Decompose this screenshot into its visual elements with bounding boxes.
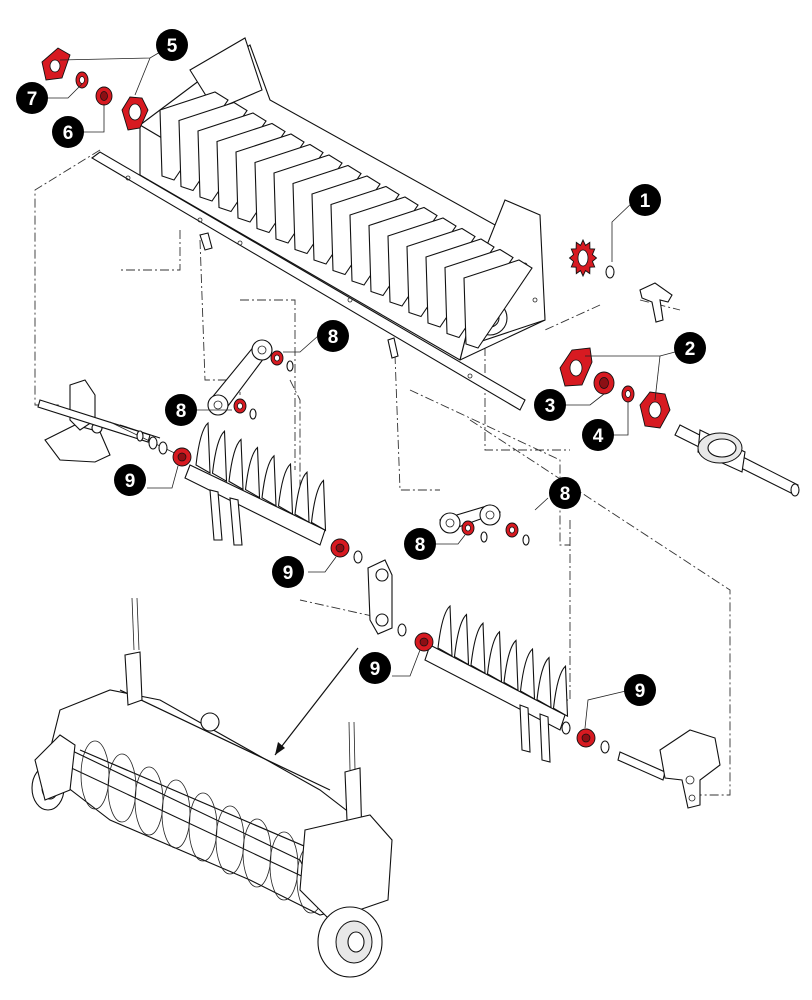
bushing-8-lower-left <box>233 398 257 420</box>
svg-text:5: 5 <box>167 36 178 57</box>
callout-4: 4 <box>582 419 614 451</box>
svg-text:8: 8 <box>560 484 571 505</box>
bushing-9-right-inner <box>414 632 434 652</box>
drive-shaft <box>674 424 800 497</box>
callout-8-b: 8 <box>165 394 197 426</box>
spacer-7 <box>75 71 89 89</box>
callout-8-c: 8 <box>549 477 581 509</box>
tine <box>503 639 519 692</box>
callout-2: 2 <box>674 332 706 364</box>
svg-text:7: 7 <box>27 89 38 110</box>
spacer-4 <box>621 385 635 403</box>
svg-text:9: 9 <box>370 659 381 680</box>
svg-text:9: 9 <box>635 681 646 702</box>
tine <box>228 438 244 491</box>
tine <box>453 613 470 666</box>
leader-lines <box>40 44 691 729</box>
bushing-8-right-upper <box>505 522 530 546</box>
callout-8-d: 8 <box>404 528 436 560</box>
svg-text:8: 8 <box>176 401 187 422</box>
tine <box>294 471 310 524</box>
tines-right <box>437 604 569 718</box>
bearing-flange-top-left <box>41 47 71 81</box>
callout-9-a: 9 <box>114 464 146 496</box>
center-hanger <box>367 559 407 637</box>
bushing-9-left <box>172 447 192 467</box>
callout-7: 7 <box>16 82 48 114</box>
rocker-arm-right <box>438 504 502 534</box>
tine <box>261 454 277 507</box>
bushing-3 <box>593 371 615 395</box>
bushing-9-right-outer <box>561 721 610 754</box>
tension-bracket <box>639 282 673 323</box>
assembled-pickup-view <box>31 597 393 978</box>
tine <box>536 656 552 709</box>
svg-text:2: 2 <box>685 339 696 360</box>
sprocket-1 <box>568 238 615 279</box>
alignment-lines <box>34 149 731 796</box>
callout-markers: 5 7 6 1 2 3 4 8 8 8 8 9 9 9 9 <box>16 29 706 706</box>
tines-left <box>195 421 327 532</box>
tine-bar-left <box>184 421 327 546</box>
callout-9-c: 9 <box>359 652 391 684</box>
shaft-end-left <box>109 421 186 459</box>
tine <box>195 421 211 474</box>
left-end-bracket <box>37 379 161 463</box>
svg-text:1: 1 <box>640 191 651 212</box>
svg-text:9: 9 <box>283 563 294 584</box>
svg-text:6: 6 <box>63 123 74 144</box>
bearing-flange-2-right <box>639 391 671 429</box>
svg-text:8: 8 <box>328 327 339 348</box>
tine <box>470 622 486 675</box>
right-end-bracket <box>617 729 721 809</box>
svg-text:8: 8 <box>415 535 426 556</box>
tine <box>486 630 503 683</box>
tine <box>519 647 536 700</box>
housing-finger-plates <box>159 91 533 349</box>
tine <box>437 604 453 657</box>
tine <box>277 462 294 515</box>
svg-text:3: 3 <box>545 396 556 417</box>
assembly-pointer-arrow <box>274 647 359 756</box>
roller-housing-assembly <box>91 37 546 411</box>
tine-bar-right <box>424 604 569 763</box>
tine <box>552 665 569 718</box>
callout-8-a: 8 <box>317 320 349 352</box>
callout-9-b: 9 <box>272 556 304 588</box>
tine <box>310 479 327 532</box>
bushing-8-right-lower <box>461 520 488 543</box>
bearing-flange-2-left <box>559 347 593 387</box>
bushing-8-upper-left <box>270 350 294 372</box>
svg-text:4: 4 <box>593 426 604 447</box>
callout-3: 3 <box>534 389 566 421</box>
pickup-reel-bands <box>80 740 326 914</box>
callout-5: 5 <box>156 29 188 61</box>
svg-text:9: 9 <box>125 471 136 492</box>
bearing-flange-5 <box>121 96 149 131</box>
tine <box>244 446 261 499</box>
callout-6: 6 <box>52 116 84 148</box>
tine <box>211 430 228 483</box>
bushing-9-middle <box>330 538 363 564</box>
callout-9-d: 9 <box>624 674 656 706</box>
callout-1: 1 <box>629 184 661 216</box>
bushing-6 <box>95 86 113 106</box>
finger-plate <box>463 259 533 349</box>
